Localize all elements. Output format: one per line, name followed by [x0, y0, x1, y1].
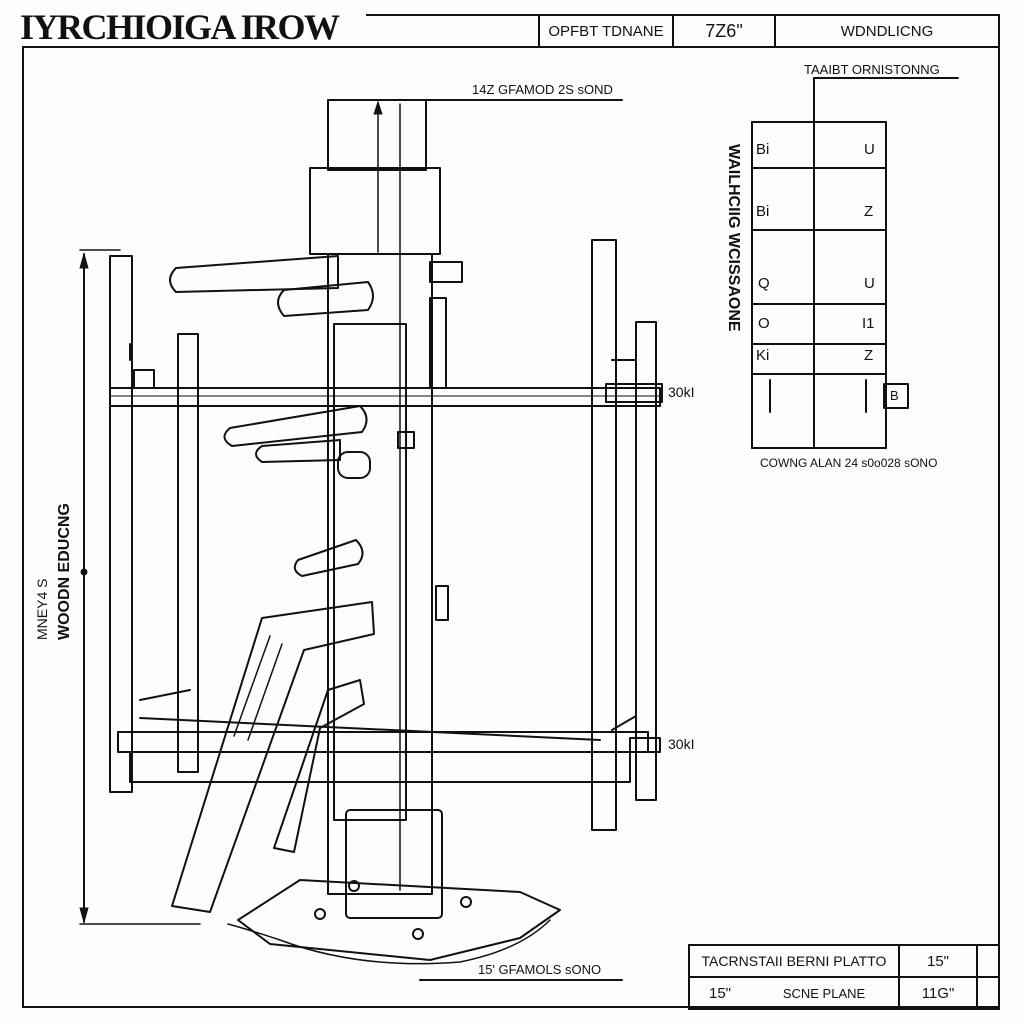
drawing-border: [22, 46, 1000, 1008]
post-peg-stub: [429, 261, 463, 283]
post-collar: [309, 167, 441, 255]
title-block-value-3: 11G": [921, 984, 955, 1002]
left-dimension-label: WOODN EDUCNG: [56, 503, 73, 640]
lower-crossbar-rear: [129, 751, 631, 783]
header-box-3: WDNDLICNG: [774, 14, 1000, 48]
detail-row-2-left: Bi: [756, 203, 770, 220]
left-dimension-label-2: MNEY4 S: [34, 578, 50, 640]
title-block-scale: SCNE PLANE: [782, 985, 866, 1001]
base-bolt-1: [314, 908, 326, 920]
detail-row-4-left: O: [758, 315, 770, 332]
leg-front: [171, 601, 375, 913]
detail-title: TAAIBT ORNISTONNG: [804, 62, 940, 77]
frame-post-right-rear: [635, 321, 657, 801]
frame-post-left-rear: [177, 333, 199, 773]
title-block: TACRNSTAII BERNI PLATTO 15" 15" SCNE PLA…: [688, 944, 1000, 1010]
detail-row-1-left: Bi: [756, 141, 770, 158]
leg-brace: [273, 679, 365, 853]
top-dimension-arrow: [373, 101, 383, 115]
middle-arm-rear: [255, 439, 341, 463]
right-dimension-label-2: 30kI: [668, 736, 695, 752]
frame-post-right-front: [591, 239, 617, 831]
post-top: [327, 99, 427, 171]
left-dimension-arrow-top: [79, 253, 89, 269]
lower-arm: [293, 539, 364, 577]
detail-row-3-left: Q: [758, 275, 770, 292]
detail-row-3-right: U: [864, 275, 875, 292]
upper-arm-right: [277, 281, 374, 317]
left-dimension-arrow-bottom: [79, 907, 89, 923]
detail-row-4-right: I1: [862, 315, 875, 332]
detail-bottom-note: COWNG ALAN 24 s0o028 sONO: [760, 456, 938, 470]
base-bolt-2: [412, 928, 424, 940]
bottom-dimension-label: 15' GFAMOLS sONO: [478, 962, 602, 977]
title-block-value-1: 15": [926, 952, 949, 970]
detail-row-5-right: Z: [864, 347, 874, 364]
detail-callout: B: [890, 388, 899, 403]
frame-post-left-front: [109, 255, 133, 793]
title-block-name: TACRNSTAII BERNI PLATTO: [701, 953, 887, 969]
detail-row-5-left: Ki: [756, 347, 770, 364]
detail-row-1-right: U: [864, 141, 875, 158]
upper-crossbar: [109, 387, 661, 407]
right-dimension-label-1: 30kI: [668, 384, 695, 400]
main-post: [327, 253, 433, 895]
header-box-1-text: OPFBT TDNANE: [548, 22, 664, 40]
detail-row-2-right: Z: [864, 203, 874, 220]
base-bolt-3: [460, 896, 472, 908]
drawing-title: IYRCHIOIGA IROW: [20, 7, 340, 47]
header-rule: [366, 14, 538, 16]
header-box-2-text: 7Z6": [705, 20, 743, 41]
top-dimension-label: 14Z GFAMOD 2S sOND: [472, 82, 613, 97]
middle-arm-knob: [337, 451, 371, 479]
middle-arm: [223, 405, 368, 447]
front-column: [333, 323, 407, 821]
header-box-3-text: WDNDLICNG: [840, 22, 934, 40]
column-base: [345, 809, 443, 919]
base-plate: [237, 879, 561, 961]
title-block-value-2: 15": [708, 984, 731, 1002]
detail-vertical-label: WAILHCIIG WCISSAONE: [725, 144, 742, 332]
base-bolt-4: [348, 880, 360, 892]
upper-arm-left: [169, 255, 339, 293]
